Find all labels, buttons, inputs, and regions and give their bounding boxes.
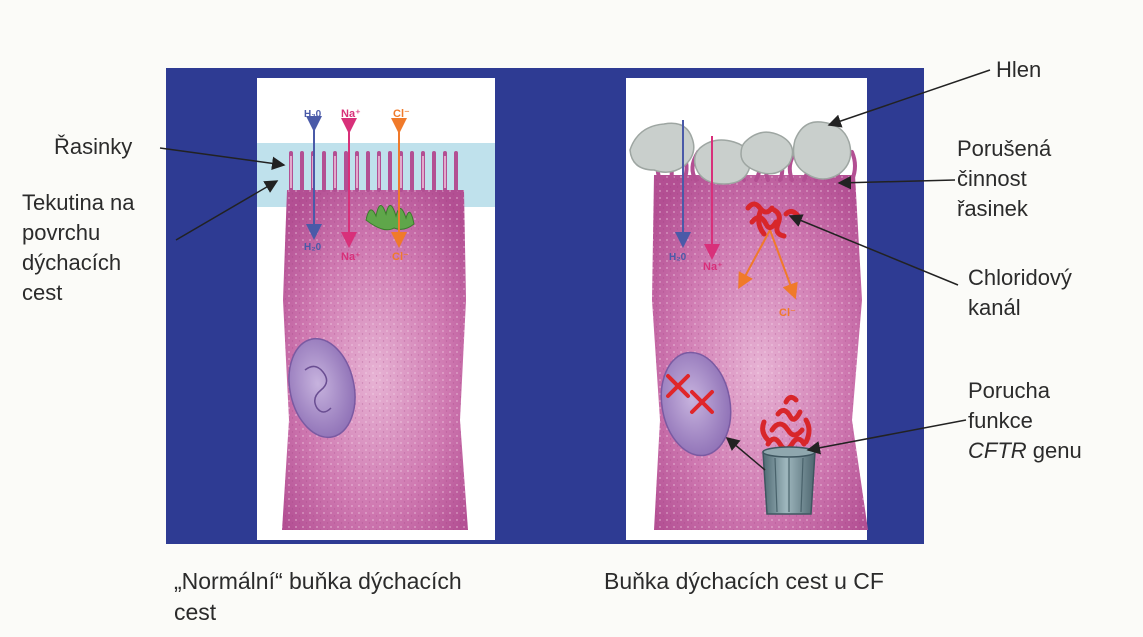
label-line: činnost bbox=[957, 164, 1051, 194]
label-mucus: Hlen bbox=[996, 55, 1041, 85]
label-line: Porušená bbox=[957, 134, 1051, 164]
label-line: cest bbox=[22, 278, 135, 308]
ion-label-water-top: H₂0 bbox=[304, 109, 322, 120]
label-line: funkce bbox=[968, 406, 1082, 436]
label-line: Porucha bbox=[968, 376, 1082, 406]
label-airway-surface-liquid: Tekutina na povrchu dýchacích cest bbox=[22, 188, 135, 308]
cf-ion-label-water: H₂0 bbox=[669, 252, 687, 263]
ion-label-sodium-top: Na⁺ bbox=[341, 108, 361, 120]
caption-line: „Normální“ buňka dýchacích bbox=[174, 566, 462, 597]
label-impaired-cilia: Porušená činnost řasinek bbox=[957, 134, 1051, 224]
label-line: Tekutina na bbox=[22, 188, 135, 218]
label-line: povrchu bbox=[22, 218, 135, 248]
label-line-cftr: CFTR genu bbox=[968, 436, 1082, 466]
ion-label-sodium-bottom: Na⁺ bbox=[341, 251, 361, 263]
caption-line: cest bbox=[174, 597, 462, 628]
cf-ion-label-sodium: Na⁺ bbox=[703, 261, 723, 273]
ion-label-chloride-bottom: Cl⁻ bbox=[392, 251, 409, 263]
caption-cf-cell: Buňka dýchacích cest u CF bbox=[604, 566, 884, 597]
label-line: řasinek bbox=[957, 194, 1051, 224]
cf-ion-label-chloride: Cl⁻ bbox=[779, 307, 796, 319]
label-line: kanál bbox=[968, 293, 1072, 323]
label-cftr-dysfunction: Porucha funkce CFTR genu bbox=[968, 376, 1082, 466]
label-cilia: Řasinky bbox=[54, 132, 132, 162]
caption-normal-cell: „Normální“ buňka dýchacích cest bbox=[174, 566, 462, 628]
cftr-suffix: genu bbox=[1027, 438, 1082, 463]
normal-cell-panel: H₂0 Na⁺ Cl⁻ H₂0 Na⁺ Cl⁻ bbox=[257, 78, 495, 540]
label-chloride-channel: Chloridový kanál bbox=[968, 263, 1072, 323]
label-line: dýchacích bbox=[22, 248, 135, 278]
cftr-italic: CFTR bbox=[968, 438, 1027, 463]
ion-label-water-bottom: H₂0 bbox=[304, 242, 322, 253]
label-line: Chloridový bbox=[968, 263, 1072, 293]
cf-cell-panel: H₂0 Na⁺ Cl⁻ bbox=[626, 78, 868, 540]
ion-label-chloride-top: Cl⁻ bbox=[393, 108, 410, 120]
